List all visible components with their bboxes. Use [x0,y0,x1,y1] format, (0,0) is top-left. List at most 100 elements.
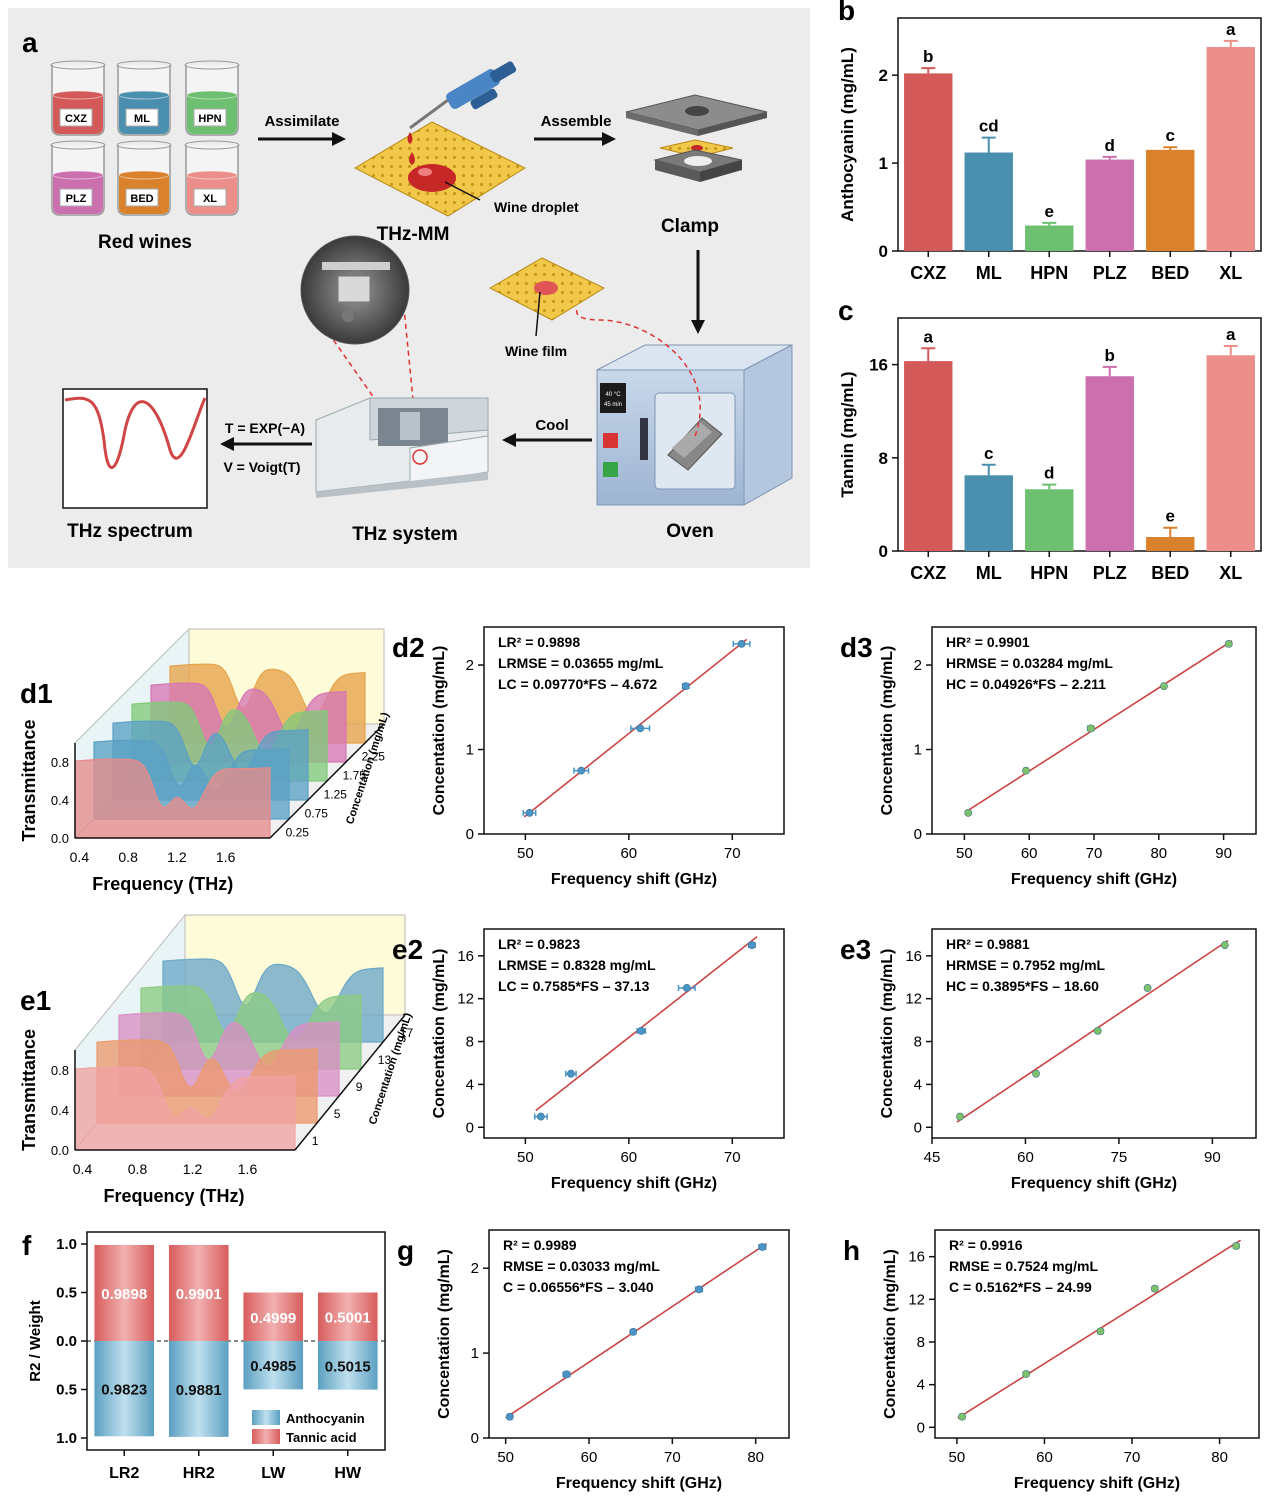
cool-label: Cool [535,417,568,434]
x-tick-label: 60 [620,845,637,862]
data-point [956,1112,964,1121]
fit-annotation: C = 0.06556*FS – 3.040 [503,1279,654,1295]
data-point [1032,1069,1040,1078]
significance-letter: a [1226,20,1236,39]
y-tick-label: 0 [914,826,922,843]
y-axis-label: Concentation (mg/mL) [879,646,896,816]
x-tick-label: 70 [724,1149,741,1166]
z-tick-label: 17 [400,1026,414,1040]
assemble-label: Assemble [541,113,612,130]
bar-cxz [904,73,953,251]
x-tick-label: 0.4 [70,849,90,865]
equation-transmittance: T = EXP(−A) [225,420,305,436]
stage-part [322,262,390,270]
z-tick-label: 1.75 [343,768,367,782]
error-bar [921,347,936,362]
wine-film-label: Wine film [505,343,567,359]
x-tick-label: HPN [1030,263,1068,283]
x-tick-label: HPN [1030,563,1068,583]
legend-label: Tannic acid [286,1430,357,1445]
beaker-liquid-top [186,170,238,180]
y-tick-label: 2 [471,1260,479,1277]
x-tick-label: PLZ [1093,263,1127,283]
significance-letter: b [923,47,933,66]
y-tick-label: 12 [457,991,474,1008]
y-tick-label: 0.4 [51,1103,69,1118]
bar-anthocyanin-lw [243,1341,304,1390]
z-tick-label: 1.25 [324,787,348,801]
significance-letter: c [1166,126,1175,145]
y-tick-label: 1 [914,742,922,759]
bar-tannic-lr2 [94,1244,155,1341]
arrow-head-icon [332,132,346,146]
oven-handle [640,418,648,460]
z-tick-label: 0.25 [286,825,310,839]
significance-letter: b [1105,346,1115,365]
y-axis-label: Anthocyanin (mg/mL) [838,47,857,222]
fit-annotation: HRMSE = 0.7952 mg/mL [946,957,1106,973]
data-point [964,808,973,817]
fit-annotation: LR² = 0.9898 [498,634,580,650]
data-point [505,1412,514,1421]
x-tick-label: 70 [724,845,741,862]
data-point [1143,984,1152,992]
x-axis-label: Frequency (THz) [103,1186,244,1206]
data-point [1220,941,1229,949]
data-point [1093,1026,1102,1035]
x-tick-label: HW [334,1465,362,1482]
clamp-label: Clamp [661,216,719,237]
plot-frame [488,1229,790,1439]
error-bar [981,136,996,153]
y-axis-label: Concentation (mg/mL) [431,949,448,1119]
equation-voigt: V = Voigt(T) [223,459,300,475]
fit-annotation: LRMSE = 0.8328 mg/mL [498,957,656,973]
fit-annotation: R² = 0.9989 [503,1237,577,1253]
y-tick-label: 0 [466,826,474,843]
x-tick-label: XL [1219,563,1242,583]
oven-display-temp: 40 °C [605,392,621,398]
x-tick-label: CXZ [910,263,946,283]
oven-display-time: 45 min [604,402,622,408]
data-point [1150,1284,1159,1293]
x-tick-label: PLZ [1093,563,1127,583]
significance-letter: d [1105,136,1115,155]
bar-bed [1146,149,1195,251]
y-tick-label: 0.5 [56,1285,77,1302]
x-tick-label: LR2 [109,1465,139,1482]
x-tick-label: 50 [956,845,973,862]
error-bar [1163,146,1178,150]
x-tick-label: HR2 [183,1465,215,1482]
x-tick-label: LW [261,1465,286,1482]
panel-letter: b [838,0,855,26]
fit-line [956,939,1229,1123]
bar-cxz [904,361,953,551]
data-point [577,766,586,775]
y-tick-label: 12 [905,991,922,1008]
y-tick-label: 0 [879,542,888,561]
bar-xl [1206,355,1255,551]
y-tick-label: 8 [917,1334,925,1351]
x-axis-label: Frequency shift (GHz) [1014,1475,1180,1492]
bar-value-label: 0.5001 [325,1310,371,1327]
beaker-label: XL [203,193,217,205]
y-axis-label: Tannin (mg/mL) [838,371,857,497]
x-tick-label: 60 [581,1449,598,1466]
data-point [758,1243,767,1251]
fit-annotation: LR² = 0.9823 [498,936,580,952]
oven-label: Oven [666,521,714,542]
beaker-label-card [193,108,227,127]
x-tick-label: 60 [620,1149,637,1166]
data-point [695,1285,703,1294]
y-axis-label: Transmittance [19,719,39,841]
thz-spectrum-label: THz spectrum [67,521,193,542]
oven-display [600,383,626,413]
beaker-rim [50,140,106,150]
x-tick-label: 0.8 [118,849,138,865]
beaker-label-card [59,108,93,127]
x-tick-label: BED [1151,263,1189,283]
